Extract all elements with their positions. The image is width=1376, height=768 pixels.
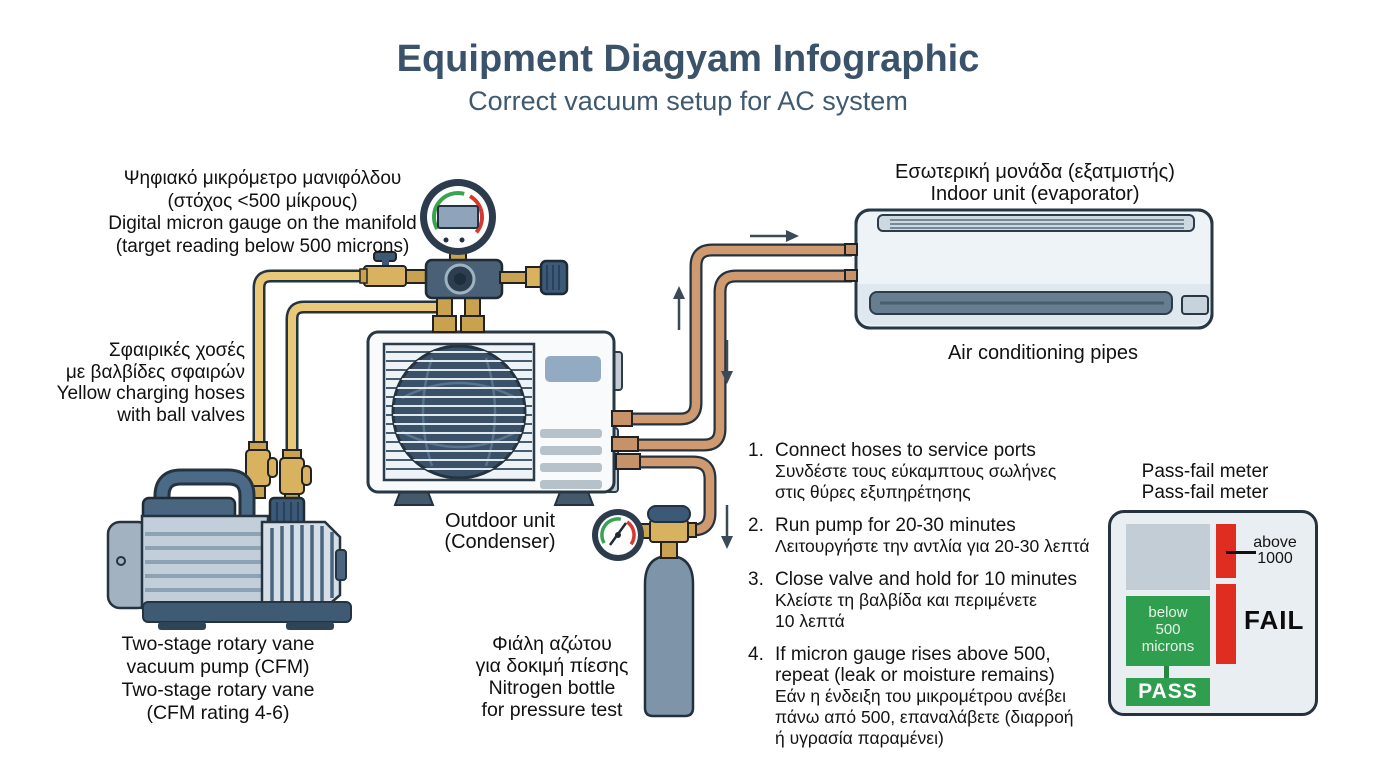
label-indoor-unit: Εσωτερική μονάδα (εξατμιστής) Indoor uni…: [895, 161, 1175, 205]
indoor-unit: [844, 208, 1214, 330]
pressure-gauge-icon: [592, 509, 644, 561]
flow-arrow-down-to-bottle-icon: [721, 505, 733, 549]
bottle-valve: [649, 519, 689, 543]
label-micron-gauge: Ψηφιακό μικρόμετρο μανιφόλδου (στόχος <5…: [108, 168, 417, 257]
bottle-handwheel: [647, 505, 691, 523]
flow-arrow-up-icon: [673, 286, 685, 330]
condenser-label-plate: [545, 356, 601, 382]
yellow-charging-hoses: [252, 269, 438, 458]
label-vacuum-pump: Two-stage rotary vane vacuum pump (CFM) …: [121, 633, 315, 724]
micron-gauge-manifold: [359, 179, 569, 300]
indoor-display-button: [1181, 295, 1209, 315]
condenser-fan: [391, 344, 527, 480]
bottle-cylinder: [643, 554, 695, 718]
copper-pipes: [630, 243, 852, 537]
outdoor-unit: [366, 295, 641, 506]
step-2: 2. Run pump for 20-30 minutes Λειτουργήσ…: [748, 515, 1090, 556]
meter-pass-zone: below 500 microns: [1126, 596, 1210, 666]
label-pass-fail-meter: Pass-fail meter Pass-fail meter: [1141, 461, 1269, 503]
nitrogen-bottle: [592, 505, 697, 718]
step-1: 1. Connect hoses to service ports Συνδέσ…: [748, 440, 1057, 502]
meter-fail-bar-lower: [1216, 584, 1236, 664]
label-outdoor-unit: Outdoor unit (Condenser): [444, 510, 556, 553]
flow-arrow-down-icon: [721, 340, 733, 384]
pass-fail-meter-panel: below 500 microns PASS above 1000 FAIL: [1108, 510, 1318, 716]
meter-threshold-label: above 1000: [1253, 534, 1297, 567]
meter-pass-badge: PASS: [1126, 678, 1210, 706]
step-3: 3. Close valve and hold for 10 minutes Κ…: [748, 569, 1078, 631]
condenser-top-stubs: [432, 295, 485, 333]
gauge-lcd-display: [437, 205, 479, 229]
pump-base: [142, 601, 352, 623]
label-nitrogen-bottle: Φιάλη αζώτου για δοκιμή πίεσης Nitrogen …: [475, 633, 629, 721]
vacuum-pump: [106, 468, 352, 630]
service-ports: [611, 410, 641, 470]
step-4: 4. If micron gauge rises above 500, repe…: [748, 644, 1074, 748]
page-subtitle: Correct vacuum setup for AC system: [468, 86, 908, 116]
meter-neutral-zone: [1126, 524, 1210, 590]
meter-fail-label: FAIL: [1244, 605, 1305, 635]
procedure-steps: 1. Connect hoses to service ports Συνδέσ…: [748, 440, 1128, 761]
meter-threshold-tick: [1226, 551, 1256, 554]
ball-valve-a: [245, 441, 278, 499]
meter-pass-pointer: [1164, 666, 1169, 678]
label-charging-hoses: Σφαιρικές χοσές με βαλβίδες σφαιρών Yell…: [56, 340, 245, 426]
label-ac-pipes: Air conditioning pipes: [947, 342, 1139, 364]
flow-arrows: [673, 230, 799, 549]
flow-arrow-right-icon: [750, 230, 799, 242]
page-title: Equipment Diagyam Infographic: [396, 38, 980, 80]
pump-cap-knob: [268, 496, 306, 528]
inline-ball-valve: [359, 251, 407, 287]
indoor-top-grille: [877, 214, 1195, 232]
manifold-knurled-knob: [539, 259, 569, 296]
